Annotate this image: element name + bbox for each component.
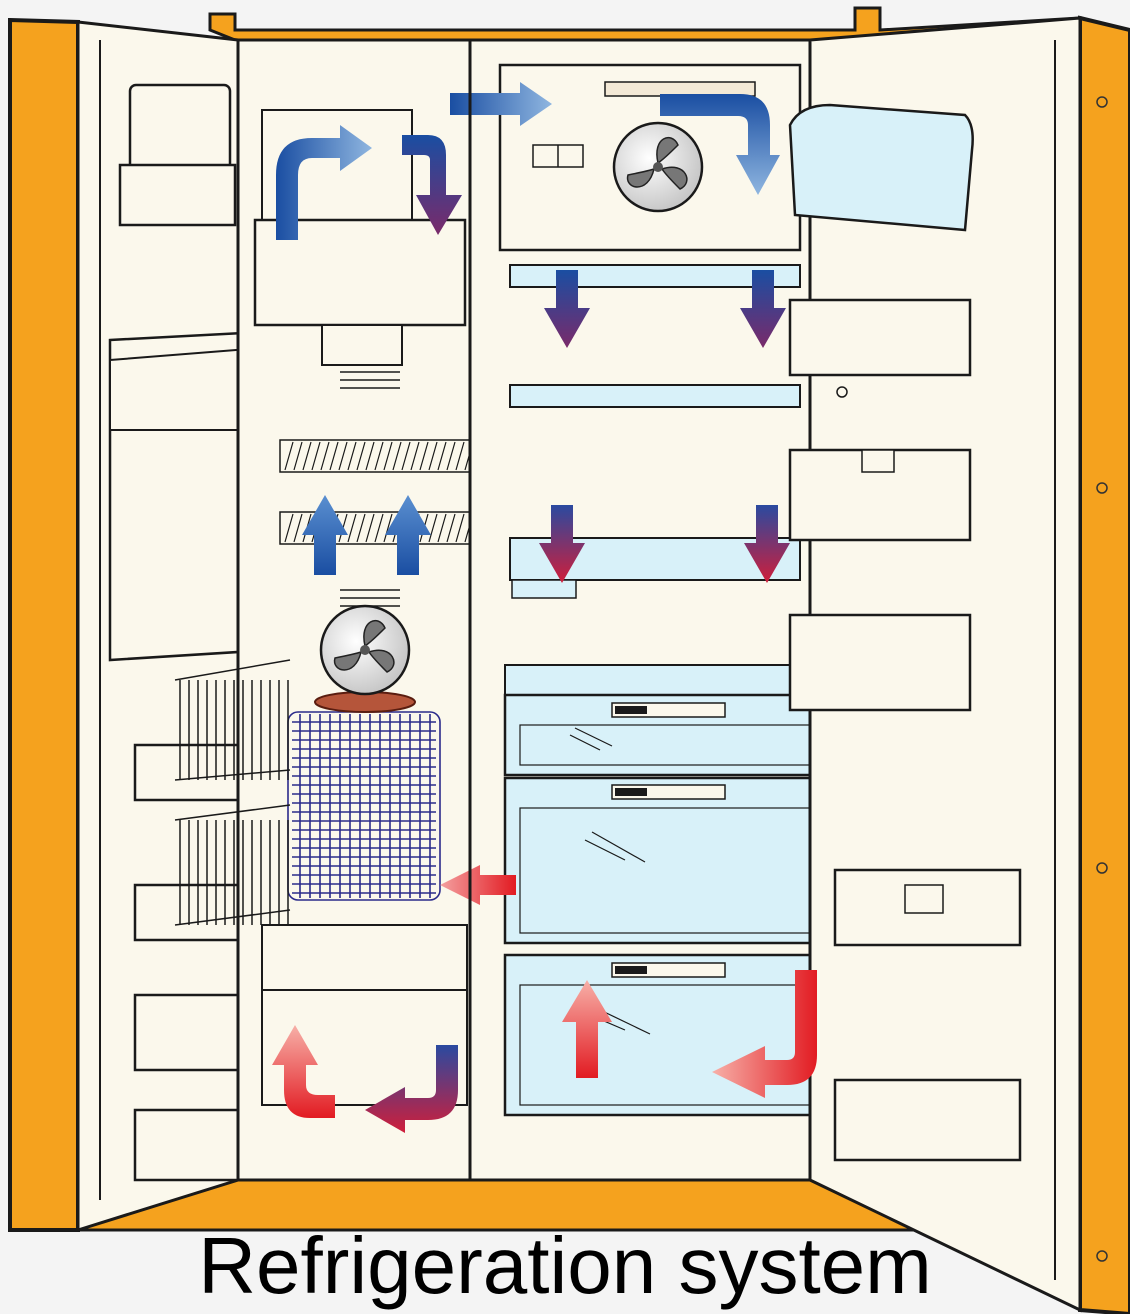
diagram-caption: Refrigeration system xyxy=(0,1218,1130,1314)
door-shelf xyxy=(790,615,970,710)
small-shelf xyxy=(512,580,576,598)
fan-icon xyxy=(614,123,702,211)
ice-chute xyxy=(322,325,402,365)
deli-drawer xyxy=(505,955,845,1115)
cabinet-right-wall xyxy=(1080,18,1130,1314)
light-cover xyxy=(605,82,755,96)
door-shelf xyxy=(835,1080,1020,1160)
drawer-label xyxy=(615,788,647,796)
drawer-label xyxy=(615,966,647,974)
glass-shelf xyxy=(510,385,800,407)
freezer-bin xyxy=(262,925,467,995)
drawer-label xyxy=(615,706,647,714)
dairy-compartment xyxy=(790,105,973,230)
egg-holder xyxy=(862,450,894,472)
fan-icon xyxy=(321,606,409,694)
cabinet-left-wall xyxy=(10,20,78,1230)
door-shelf-divider xyxy=(905,885,943,913)
door-bin xyxy=(120,165,235,225)
door-shelf xyxy=(790,300,970,375)
crisper-drawer xyxy=(505,778,845,943)
